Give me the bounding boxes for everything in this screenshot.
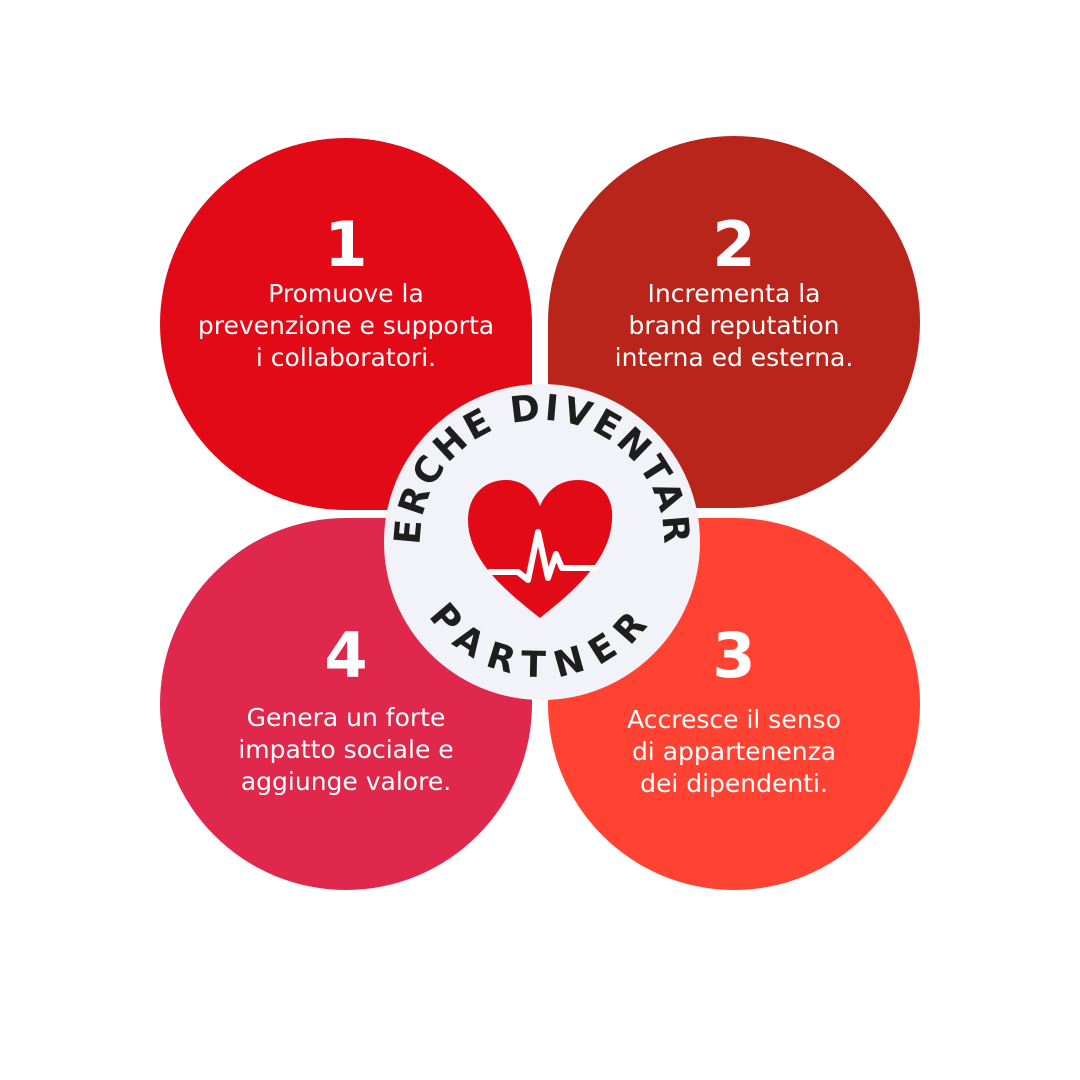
heart-pulse-icon xyxy=(468,480,613,618)
benefit-petal-1: 1 Promuove la prevenzione e supporta i c… xyxy=(160,138,532,510)
benefit-text: Incrementa la brand reputation interna e… xyxy=(614,279,854,372)
benefit-petal-2: 2 Incrementa la brand reputation interna… xyxy=(548,136,920,508)
center-badge-graphic: PERCHE DIVENTARE PARTNER xyxy=(382,382,700,700)
benefit-number: 4 xyxy=(324,619,368,692)
benefit-text: Promuove la prevenzione e supporta i col… xyxy=(197,279,495,372)
benefit-number: 1 xyxy=(324,208,368,281)
benefit-number: 3 xyxy=(712,619,756,692)
center-badge: PERCHE DIVENTARE PARTNER xyxy=(382,382,702,702)
benefit-number: 2 xyxy=(712,208,756,281)
benefit-text: Accresce il senso di appartenenza dei di… xyxy=(627,705,841,798)
benefit-text: Genera un forte impatto sociale e aggiun… xyxy=(238,703,454,796)
